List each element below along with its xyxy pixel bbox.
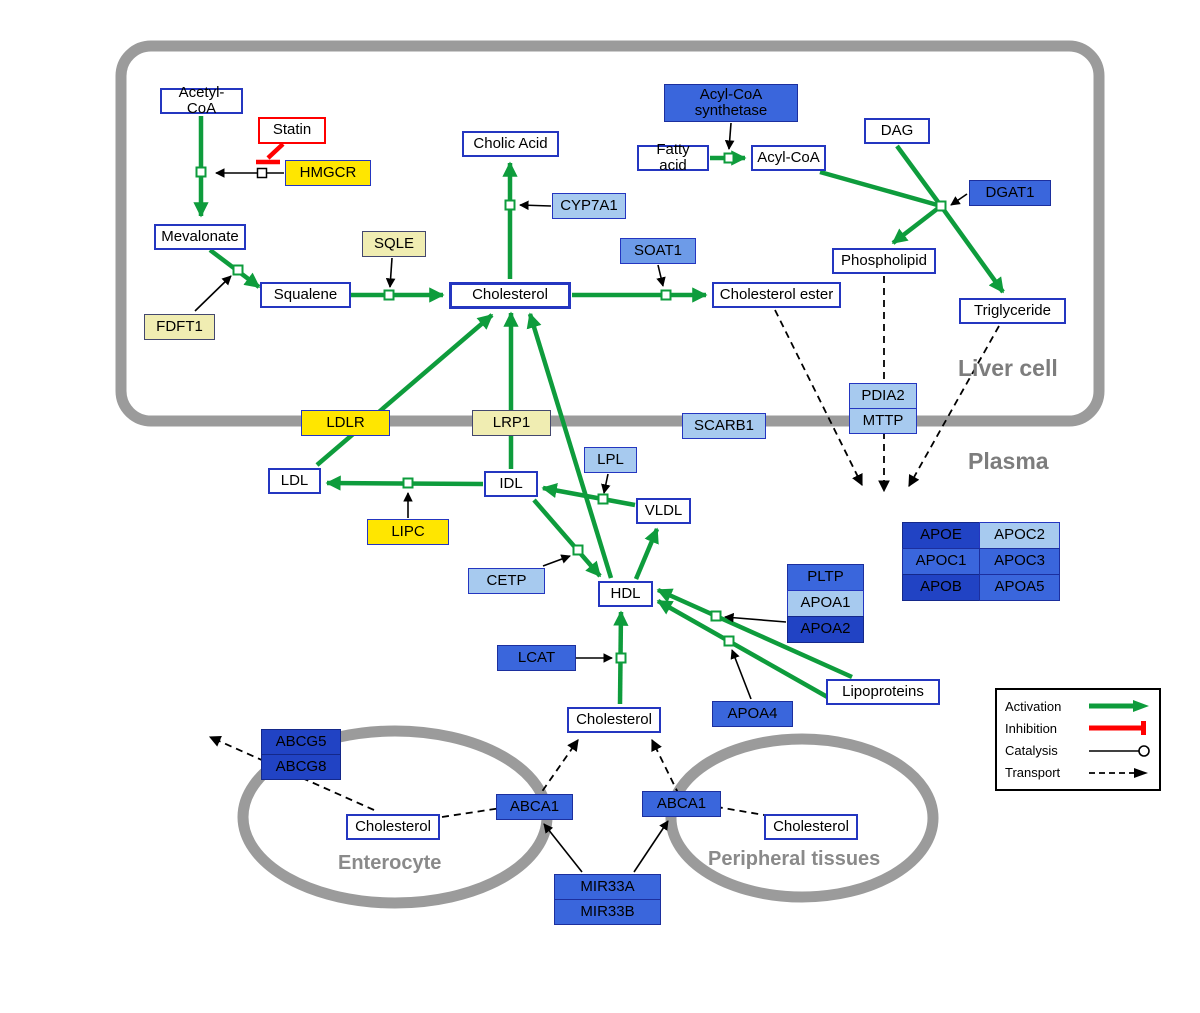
node-acetyl-coa[interactable]: Acetyl-CoA	[160, 84, 243, 117]
node-cholesterol-liver[interactable]: Cholesterol	[449, 282, 571, 309]
node-pltp[interactable]: PLTP	[787, 564, 864, 591]
enterocyte-label: Enterocyte	[338, 852, 442, 874]
node-abca1-enterocyte[interactable]: ABCA1	[496, 794, 573, 820]
node-mttp[interactable]: MTTP	[849, 408, 917, 434]
node-apoa1[interactable]: APOA1	[787, 590, 864, 617]
legend-transport-label: Transport	[1005, 765, 1061, 781]
node-apoa4[interactable]: APOA4	[712, 701, 793, 727]
node-lpl[interactable]: LPL	[584, 447, 637, 473]
catalysis-edges	[194, 122, 968, 873]
node-abcg5[interactable]: ABCG5	[261, 729, 341, 755]
node-dag[interactable]: DAG	[864, 118, 930, 144]
node-cetp[interactable]: CETP	[468, 568, 545, 594]
legend-row-activation: Activation	[1005, 696, 1151, 716]
inhibition-bar-icon	[1089, 721, 1146, 736]
node-mir33b[interactable]: MIR33B	[554, 899, 661, 925]
node-statin[interactable]: Statin	[258, 117, 326, 144]
liver-cell-label: Liver cell	[958, 355, 1058, 381]
activation-edges	[193, 116, 1005, 705]
legend-catalysis-label: Catalysis	[1005, 743, 1058, 759]
node-dgat1[interactable]: DGAT1	[969, 180, 1051, 206]
node-cholesterol-enterocyte[interactable]: Cholesterol	[346, 814, 440, 840]
legend-row-inhibition: Inhibition	[1005, 718, 1151, 738]
node-abca1-peripheral[interactable]: ABCA1	[642, 791, 721, 817]
reaction-junctions	[195, 152, 947, 664]
node-lcat[interactable]: LCAT	[497, 645, 576, 671]
node-vldl[interactable]: VLDL	[636, 498, 691, 524]
node-fdft1[interactable]: FDFT1	[144, 314, 215, 340]
node-triglyceride[interactable]: Triglyceride	[959, 298, 1066, 324]
node-fatty-acid[interactable]: Fatty acid	[637, 141, 709, 174]
node-acyl-coa-synthetase[interactable]: Acyl-CoA synthetase	[664, 84, 798, 122]
node-abcg8[interactable]: ABCG8	[261, 754, 341, 780]
node-hdl[interactable]: HDL	[598, 581, 653, 607]
node-ldlr[interactable]: LDLR	[301, 410, 390, 436]
liver-cell-membrane	[115, 40, 1105, 427]
inhibition-edge-statin	[256, 142, 285, 165]
node-cholesterol-peripheral[interactable]: Cholesterol	[764, 814, 858, 840]
node-apoc1[interactable]: APOC1	[902, 548, 980, 575]
peripheral-tissues-membrane	[665, 733, 939, 903]
peripheral-tissues-label: Peripheral tissues	[708, 848, 881, 870]
node-apoe[interactable]: APOE	[902, 522, 980, 549]
catalysis-circle-icon	[1089, 744, 1150, 757]
node-mir33a[interactable]: MIR33A	[554, 874, 661, 900]
node-scarb1[interactable]: SCARB1	[682, 413, 766, 439]
node-ldl[interactable]: LDL	[268, 468, 321, 494]
statin-inhibition-target-square	[256, 167, 268, 179]
legend: Activation Inhibition Catalysis Transpor…	[995, 688, 1161, 791]
node-apoc3[interactable]: APOC3	[979, 548, 1060, 575]
node-pdia2[interactable]: PDIA2	[849, 383, 917, 409]
node-phospholipid[interactable]: Phospholipid	[832, 248, 936, 274]
node-lrp1[interactable]: LRP1	[472, 410, 551, 436]
node-hmgcr[interactable]: HMGCR	[285, 160, 371, 186]
node-cholesterol-ester[interactable]: Cholesterol ester	[712, 282, 841, 308]
node-apob[interactable]: APOB	[902, 574, 980, 601]
node-lipc[interactable]: LIPC	[367, 519, 449, 545]
node-sqle[interactable]: SQLE	[362, 231, 426, 257]
node-apoa2[interactable]: APOA2	[787, 616, 864, 643]
node-apoc2[interactable]: APOC2	[979, 522, 1060, 549]
node-cholesterol-plasma[interactable]: Cholesterol	[567, 707, 661, 733]
node-cholic-acid[interactable]: Cholic Acid	[462, 131, 559, 157]
plasma-label: Plasma	[968, 448, 1049, 474]
legend-activation-label: Activation	[1005, 698, 1062, 714]
node-acyl-coa[interactable]: Acyl-CoA	[751, 145, 826, 171]
node-apoa5[interactable]: APOA5	[979, 574, 1060, 601]
node-idl[interactable]: IDL	[484, 471, 538, 497]
activation-arrow-icon	[1089, 700, 1149, 713]
legend-row-catalysis: Catalysis	[1005, 741, 1151, 761]
node-mevalonate[interactable]: Mevalonate	[154, 224, 246, 250]
node-lipoproteins[interactable]: Lipoproteins	[826, 679, 940, 705]
node-soat1[interactable]: SOAT1	[620, 238, 696, 264]
legend-inhibition-label: Inhibition	[1005, 720, 1058, 736]
node-cyp7a1[interactable]: CYP7A1	[552, 193, 626, 219]
transport-dashed-arrow-icon	[1089, 767, 1148, 778]
node-squalene[interactable]: Squalene	[260, 282, 351, 308]
legend-row-transport: Transport	[1005, 763, 1151, 783]
